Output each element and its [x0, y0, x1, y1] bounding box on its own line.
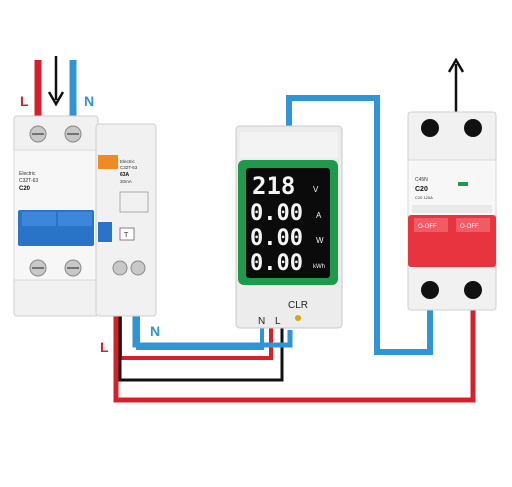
meter-clr-button[interactable]	[295, 315, 301, 321]
left-breaker-rating: C20	[19, 186, 31, 192]
reading-volts-value: 218	[252, 172, 295, 200]
rcd-brand: Electric	[120, 159, 136, 164]
reading-watts-unit: W	[316, 236, 324, 245]
reading-volts: 218 V	[252, 172, 319, 200]
screw-terminal-icon	[29, 125, 82, 143]
right-breaker-rating: C20	[415, 186, 428, 193]
bottom-neutral-label: N	[150, 323, 160, 339]
reading-amps-unit: A	[316, 211, 322, 220]
rcd-model: C32T-63	[120, 165, 138, 170]
arrow-down-icon	[47, 56, 65, 107]
reading-volts-unit: V	[313, 185, 319, 194]
reading-watts-value: 0.00	[250, 226, 303, 251]
arrow-up-icon	[447, 57, 465, 112]
left-breaker: Electric C32T-63 C20 Electric C32T-63 63…	[13, 115, 157, 317]
meter-output-neutral-wire	[286, 95, 433, 355]
meter-neutral-label: N	[258, 316, 265, 327]
right-breaker: C45N C20 C20 120A O-OFF O-OFF	[407, 111, 497, 311]
meter-live-label: L	[275, 316, 281, 327]
reading-amps-value: 0.00	[250, 201, 303, 226]
right-breaker-rating-small: C20 120A	[415, 195, 433, 200]
reading-energy-value: 0.00	[250, 251, 303, 276]
live-to-right-breaker-wire	[113, 268, 476, 403]
right-breaker-off-left: O-OFF	[418, 224, 437, 230]
rcd-rating: 63A	[120, 172, 130, 178]
rcd-test-button[interactable]	[119, 227, 135, 241]
energy-meter: 218 V 0.00 A 0.00 W 0.00 kWh CLR N L	[235, 125, 343, 329]
right-breaker-model: C45N	[415, 177, 428, 183]
right-breaker-off-right: O-OFF	[460, 224, 479, 230]
meter-display	[246, 168, 330, 278]
meter-clr-label: CLR	[288, 300, 308, 311]
left-breaker-model: C32T-63	[19, 178, 38, 184]
live-black-wire	[118, 268, 284, 382]
reading-watts: 0.00 W	[250, 226, 324, 251]
bottom-live-label: L	[100, 339, 109, 355]
reading-energy-unit: kWh	[313, 264, 325, 270]
left-breaker-brand: Electric	[19, 171, 36, 177]
rcd-sensitivity: 30mA	[120, 179, 132, 184]
reading-amps: 0.00 A	[250, 201, 322, 226]
top-neutral-label: N	[84, 93, 94, 109]
reading-energy: 0.00 kWh	[250, 251, 325, 276]
rcd-toggle[interactable]	[98, 222, 112, 242]
rcd-test-label: T	[124, 232, 129, 239]
top-live-label: L	[20, 93, 29, 109]
